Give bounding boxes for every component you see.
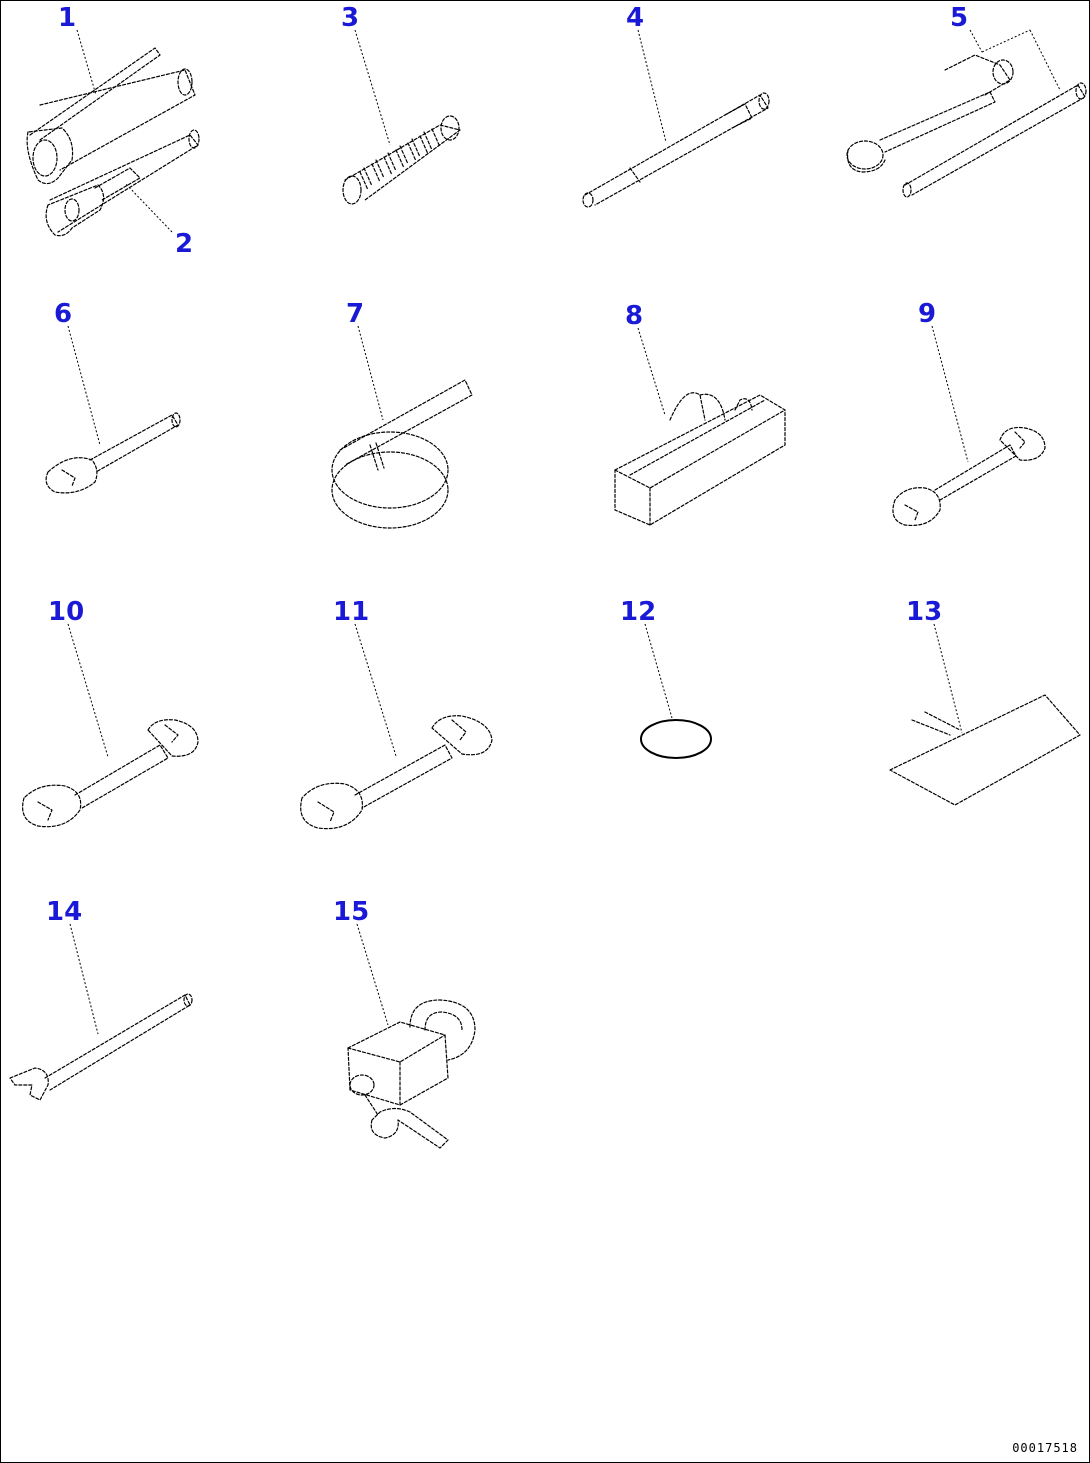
leader-5c bbox=[1029, 29, 1061, 91]
leader-5b bbox=[981, 29, 1031, 53]
leader-6 bbox=[67, 325, 101, 446]
leader-2 bbox=[124, 182, 173, 233]
part-10-wrench bbox=[22, 719, 199, 828]
part-3-coil-spring bbox=[342, 115, 461, 205]
callout-2: 2 bbox=[175, 229, 193, 259]
part-11-wrench bbox=[300, 715, 493, 830]
callout-10: 10 bbox=[48, 597, 84, 627]
callout-15: 15 bbox=[333, 897, 369, 927]
callout-6: 6 bbox=[54, 299, 72, 329]
leader-8 bbox=[637, 327, 666, 416]
leader-15 bbox=[356, 923, 389, 1026]
callout-5: 5 bbox=[950, 3, 968, 33]
drawing-number: 00017518 bbox=[1012, 1441, 1078, 1455]
leader-7 bbox=[357, 325, 384, 421]
callout-7: 7 bbox=[346, 299, 364, 329]
part-15-padlock bbox=[347, 999, 476, 1149]
part-14-long-wrench bbox=[9, 993, 193, 1101]
part-5-socket-and-bar bbox=[846, 54, 1087, 198]
leader-13 bbox=[933, 623, 963, 734]
leader-10 bbox=[67, 623, 109, 758]
callout-9: 9 bbox=[918, 299, 936, 329]
leader-12 bbox=[644, 623, 673, 719]
leader-3 bbox=[354, 29, 391, 146]
part-4-extension-rod bbox=[582, 92, 770, 208]
callout-11: 11 bbox=[333, 597, 369, 627]
callout-1: 1 bbox=[58, 3, 76, 33]
part-7-strap-wrench bbox=[331, 379, 473, 529]
part-8-tool-case bbox=[614, 392, 786, 526]
leader-9 bbox=[931, 325, 969, 463]
part-12-o-ring bbox=[640, 719, 712, 759]
leader-14 bbox=[69, 923, 99, 1035]
leader-11 bbox=[354, 623, 397, 757]
part-13-tag bbox=[889, 694, 1081, 806]
callout-8: 8 bbox=[625, 301, 643, 331]
leader-lines bbox=[67, 29, 1061, 1035]
callout-12: 12 bbox=[620, 597, 656, 627]
leader-4 bbox=[637, 29, 667, 143]
callout-14: 14 bbox=[46, 897, 82, 927]
leader-1 bbox=[76, 29, 97, 96]
part-9-wrench bbox=[892, 426, 1046, 527]
callout-13: 13 bbox=[906, 597, 942, 627]
part-6-small-wrench bbox=[45, 412, 181, 494]
callout-4: 4 bbox=[626, 3, 644, 33]
leader-5a bbox=[969, 29, 983, 53]
part-1-socket-wrench bbox=[26, 47, 200, 237]
callout-3: 3 bbox=[341, 3, 359, 33]
